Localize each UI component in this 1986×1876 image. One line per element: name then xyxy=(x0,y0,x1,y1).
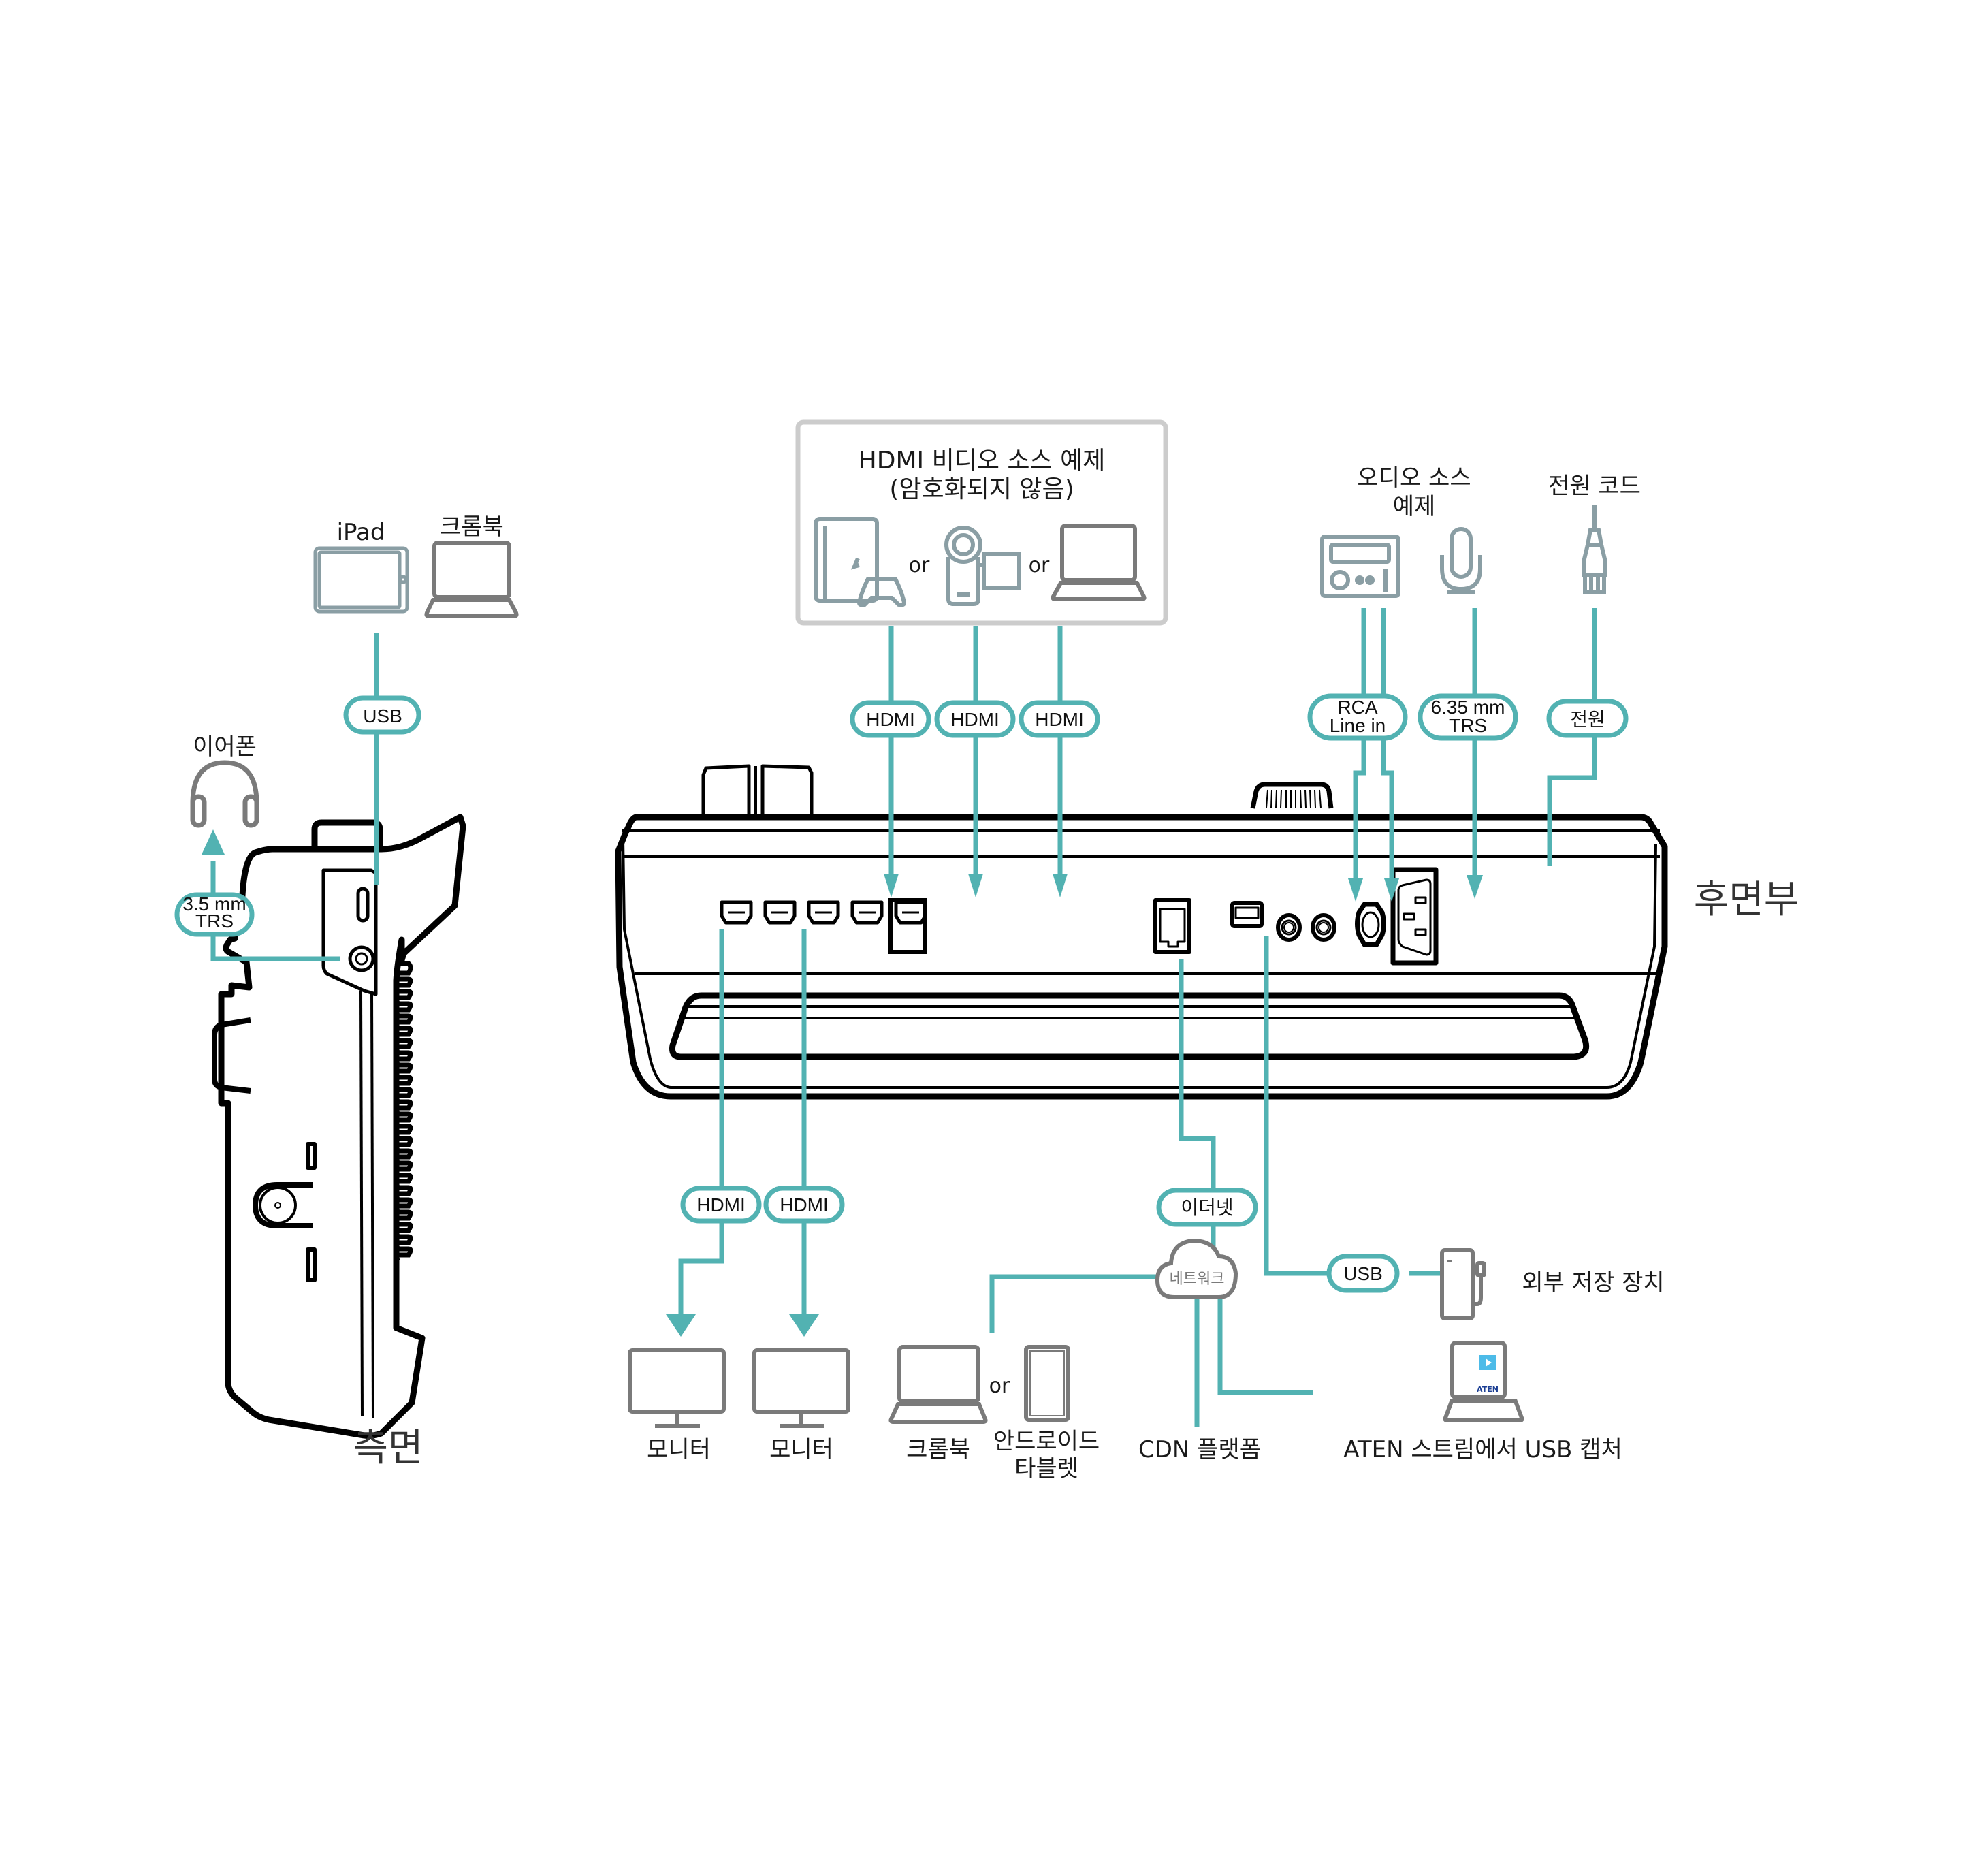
usb-a-port xyxy=(1230,901,1264,928)
hdmi-box-title: HDMI 비디오 소스 예제 xyxy=(859,447,1106,475)
hdmi-ports xyxy=(720,900,927,925)
game-console-icon xyxy=(814,517,907,607)
side-view-grip xyxy=(394,961,413,1262)
input-arrows xyxy=(884,874,1483,902)
ethernet-port xyxy=(888,898,927,954)
audio-jack-port xyxy=(348,945,375,972)
pill-hdmi-in-3: HDMI xyxy=(1019,700,1100,738)
svg-text:이더넷: 이더넷 xyxy=(1181,1197,1233,1218)
side-view-label: 측면 xyxy=(353,1426,423,1470)
hdmi-sources-box xyxy=(795,419,1168,626)
svg-text:6.35 mm: 6.35 mm xyxy=(1431,697,1505,718)
rear-view-device xyxy=(615,764,1668,1100)
chromebook-label-bottom: 크롬북 xyxy=(906,1436,970,1463)
or-text-2: or xyxy=(1029,554,1050,577)
trs-6-35-port xyxy=(1355,902,1386,947)
aten-laptop-icon: ATEN xyxy=(1443,1341,1524,1422)
power-cord-title: 전원 코드 xyxy=(1548,473,1641,500)
chromebook-icon-top xyxy=(424,541,519,618)
pill-power: 전원 xyxy=(1546,699,1629,738)
pill-hdmi-in-2: HDMI xyxy=(934,700,1016,738)
svg-text:전원: 전원 xyxy=(1570,709,1605,730)
svg-text:HDMI: HDMI xyxy=(780,1194,829,1215)
aten-capture-label: ATEN 스트림에서 USB 캡처 xyxy=(1343,1436,1622,1463)
radio-icon xyxy=(1320,535,1400,598)
monitor-label-1: 모니터 xyxy=(647,1436,711,1463)
ipad-icon xyxy=(313,546,409,614)
hdmi-out-port-1 xyxy=(720,900,753,925)
pill-usb-out: USB xyxy=(1326,1254,1400,1293)
aten-logo: ATEN xyxy=(1477,1385,1499,1394)
lan-usb-audio-ports xyxy=(1153,867,1439,966)
rca-port-left xyxy=(1276,913,1302,942)
hdmi-box-subtitle: (암호화되지 않음) xyxy=(889,475,1074,503)
rear-view-label: 후면부 xyxy=(1694,878,1799,922)
hdmi-out-port-2 xyxy=(763,900,797,925)
power-plug-icon xyxy=(1582,505,1607,594)
monitor-icon-1 xyxy=(628,1348,726,1428)
svg-text:HDMI: HDMI xyxy=(696,1194,746,1215)
microphone-icon xyxy=(1440,527,1482,594)
power-inlet xyxy=(1390,867,1439,966)
svg-text:TRS: TRS xyxy=(195,910,234,932)
earphone-label: 이어폰 xyxy=(193,733,257,761)
svg-text:HDMI: HDMI xyxy=(866,709,915,730)
pill-3-5mm-trs: 3.5 mm TRS xyxy=(174,892,255,937)
pill-6-35mm-trs: 6.35 mm TRS xyxy=(1418,693,1518,741)
svg-text:USB: USB xyxy=(363,705,402,727)
hdmi-in-port-1 xyxy=(807,900,840,925)
audio-title-1: 오디오 소스 xyxy=(1357,464,1471,492)
monitor-icon-2 xyxy=(752,1348,850,1428)
pill-hdmi-out-1: HDMI xyxy=(680,1186,762,1224)
svg-text:HDMI: HDMI xyxy=(950,709,999,730)
arrow-to-earphone xyxy=(202,829,225,855)
cdn-platform-label: CDN 플랫폼 xyxy=(1138,1436,1261,1463)
ipad-label: iPad xyxy=(337,519,385,546)
svg-text:네트워크: 네트워크 xyxy=(1170,1271,1225,1288)
android-tablet-label-1: 안드로이드 xyxy=(993,1428,1100,1455)
android-tablet-label-2: 타블렛 xyxy=(1014,1455,1078,1482)
svg-text:Line in: Line in xyxy=(1330,715,1386,736)
svg-text:HDMI: HDMI xyxy=(1035,709,1084,730)
hdmi-in-port-3 xyxy=(894,900,927,925)
rca-port-right xyxy=(1311,913,1336,942)
hdmi-in-port-2 xyxy=(850,900,884,925)
headphones-icon xyxy=(190,760,259,828)
pill-usb-side: USB xyxy=(343,695,421,735)
monitor-label-2: 모니터 xyxy=(769,1436,833,1463)
side-view-device xyxy=(212,814,466,1440)
camcorder-icon xyxy=(944,526,1021,606)
or-text-3: or xyxy=(989,1374,1010,1398)
pill-rca-line-in: RCA Line in xyxy=(1307,693,1408,741)
or-text-1: or xyxy=(909,554,930,577)
svg-text:RCA: RCA xyxy=(1337,697,1377,718)
input-cables xyxy=(888,608,1597,882)
audio-title-2: 예제 xyxy=(1393,493,1436,520)
svg-text:USB: USB xyxy=(1343,1263,1383,1284)
chromebook-icon-bottom xyxy=(888,1345,988,1424)
network-cloud-icon: 네트워크 xyxy=(1155,1238,1238,1299)
external-storage-label: 외부 저장 장치 xyxy=(1522,1269,1664,1297)
pill-ethernet: 이더넷 xyxy=(1156,1188,1258,1227)
laptop-source-icon xyxy=(1051,524,1147,601)
pill-hdmi-out-2: HDMI xyxy=(763,1186,845,1224)
external-storage-icon xyxy=(1440,1248,1486,1320)
chromebook-label-top: 크롬북 xyxy=(440,513,504,541)
pill-hdmi-in-1: HDMI xyxy=(850,700,931,738)
android-tablet-icon xyxy=(1024,1345,1070,1422)
usb-c-port xyxy=(356,887,370,923)
output-arrows xyxy=(666,1314,819,1337)
svg-text:TRS: TRS xyxy=(1449,715,1487,736)
svg-text:3.5 mm: 3.5 mm xyxy=(182,893,246,915)
